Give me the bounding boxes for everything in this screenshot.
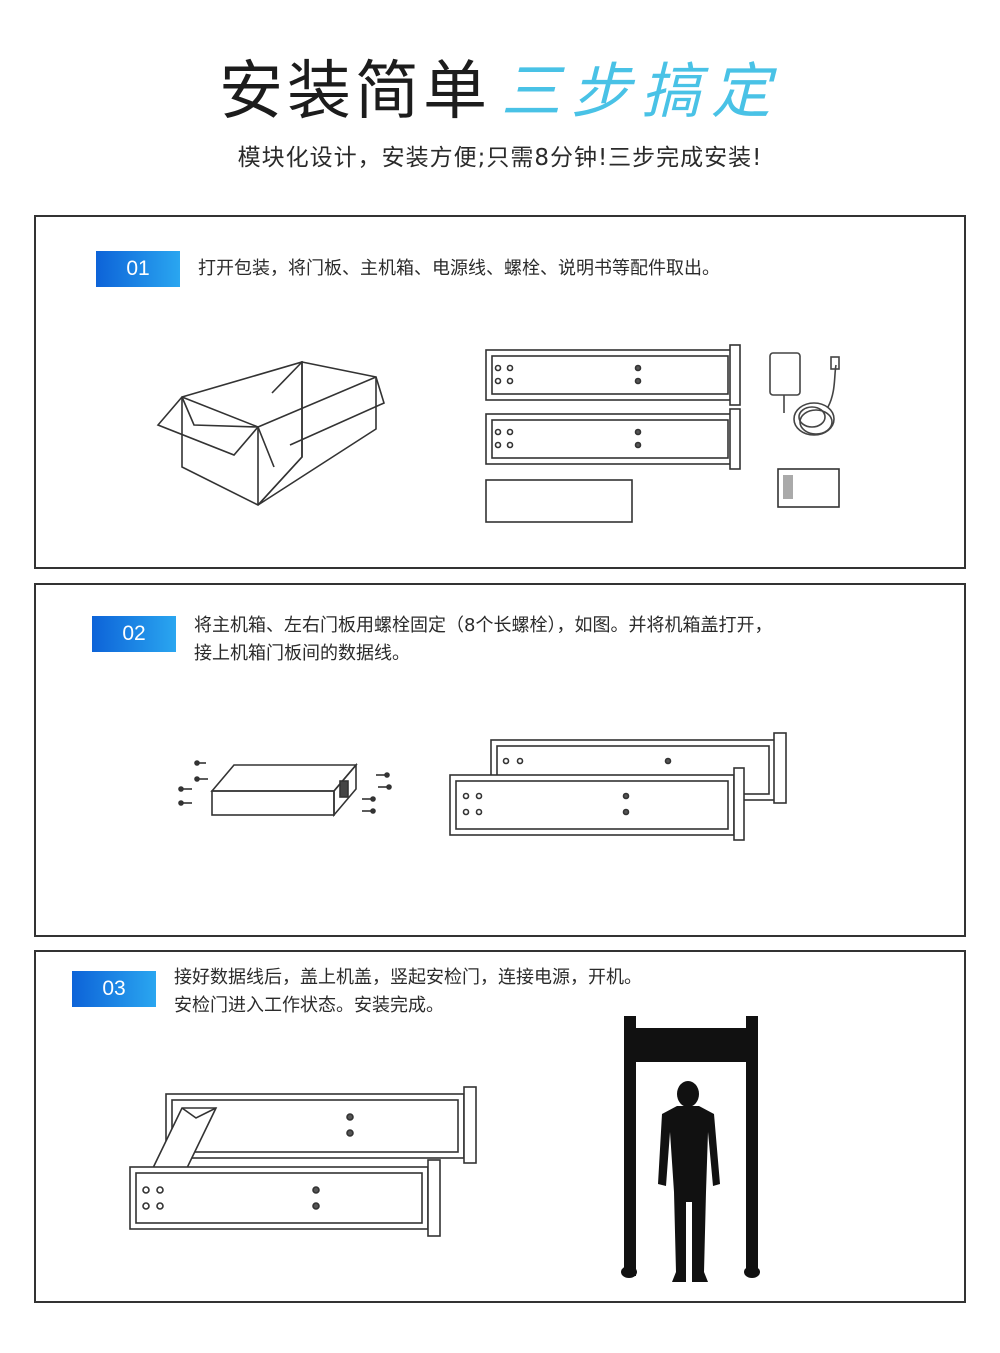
- manual-icon: [777, 468, 840, 508]
- step-2-line-2: 接上机箱门板间的数据线。: [194, 643, 410, 664]
- step-2-panel: 02 将主机箱、左右门板用螺栓固定（8个长螺栓），如图。并将机箱盖打开， 接上机…: [34, 583, 966, 937]
- step-2-line-1: 将主机箱、左右门板用螺栓固定（8个长螺栓），如图。并将机箱盖打开，: [194, 615, 773, 636]
- door-panel-icon: [165, 1086, 477, 1164]
- page-subtitle: 模块化设计，安装方便;只需8分钟!三步完成安装!: [237, 145, 763, 171]
- door-panel-icon: [449, 767, 745, 841]
- power-adapter-icon: [769, 352, 840, 436]
- step-1-illustration: [156, 344, 840, 523]
- step-2-text: 将主机箱、左右门板用螺栓固定（8个长螺栓），如图。并将机箱盖打开， 接上机箱门板…: [194, 612, 772, 668]
- bolt-icon: [178, 760, 392, 814]
- step-3-text: 接好数据线后，盖上机盖，竖起安检门，连接电源，开机。 安检门进入工作状态。安装完…: [174, 964, 642, 1020]
- step-3-line-1: 接好数据线后，盖上机盖，竖起安检门，连接电源，开机。: [174, 967, 642, 988]
- door-panel-icon: [485, 344, 741, 406]
- step-3-panel: 03 接好数据线后，盖上机盖，竖起安检门，连接电源，开机。 安检门进入工作状态。…: [34, 950, 966, 1303]
- cardboard-box-icon: [156, 360, 385, 506]
- person-silhouette-icon: [658, 1081, 720, 1282]
- door-panel-icon: [129, 1159, 441, 1237]
- step-1-badge: 01: [96, 251, 180, 287]
- step-2-badge: 02: [92, 616, 176, 652]
- step-3-line-2: 安检门进入工作状态。安装完成。: [174, 995, 444, 1016]
- step-1-text: 打开包装，将门板、主机箱、电源线、螺栓、说明书等配件取出。: [198, 255, 720, 283]
- step-3-badge: 03: [72, 971, 156, 1007]
- door-panel-icon: [485, 408, 741, 470]
- title-main: 安装简单: [219, 55, 491, 129]
- step-1-panel: 01 打开包装，将门板、主机箱、电源线、螺栓、说明书等配件取出。: [34, 215, 966, 569]
- step-1-line-1: 打开包装，将门板、主机箱、电源线、螺栓、说明书等配件取出。: [198, 258, 720, 279]
- step-2-illustration: [178, 732, 787, 841]
- control-box-icon: [485, 479, 633, 523]
- title-accent: 三步搞定: [501, 56, 781, 127]
- security-gate-icon: [621, 1016, 760, 1278]
- page-title: 安装简单三步搞定: [0, 40, 1000, 132]
- step-3-illustration: [129, 1016, 760, 1282]
- control-box-icon: [210, 762, 358, 818]
